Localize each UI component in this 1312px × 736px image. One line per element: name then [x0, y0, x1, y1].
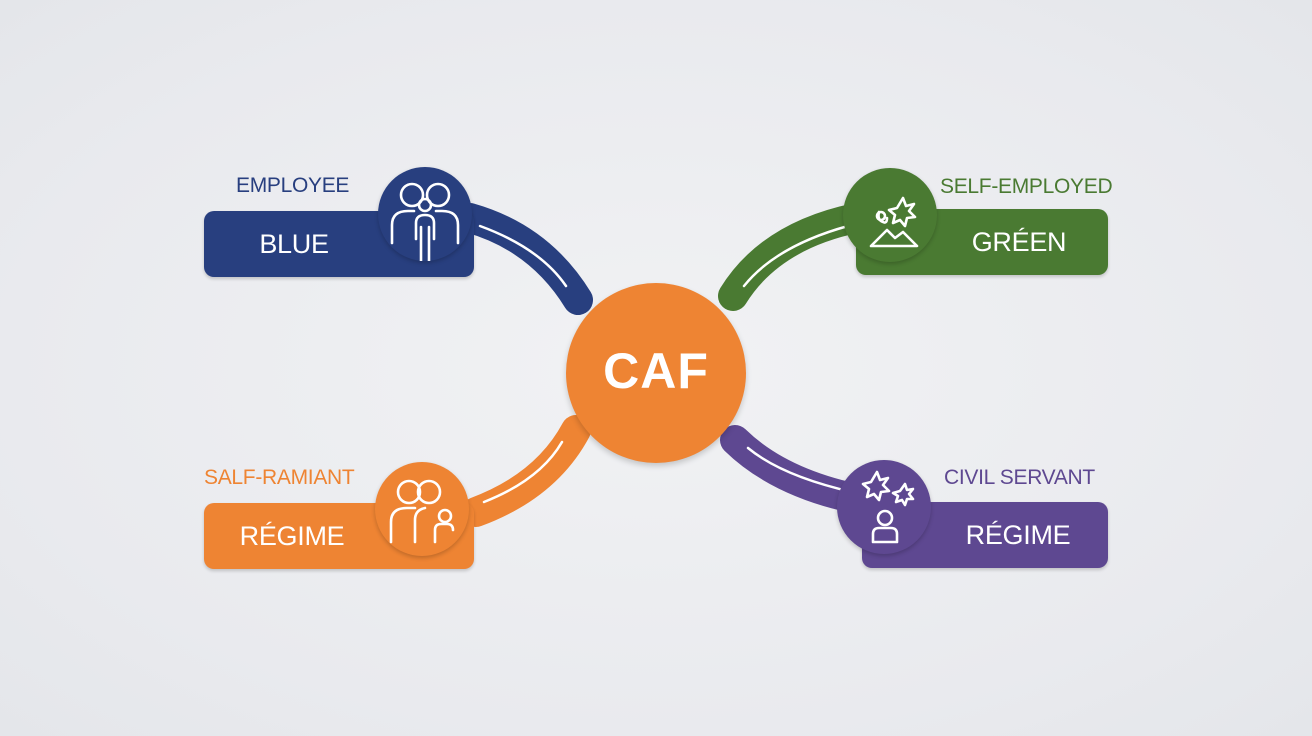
- node-heading-salf-ramiant: SALF-RAMIANT: [204, 466, 355, 489]
- node-badge-employee: [378, 167, 472, 261]
- stars-person-icon: [861, 470, 915, 544]
- center-hub-label: CAF: [603, 343, 709, 399]
- center-hub: CAF: [566, 283, 746, 463]
- connector-blue: [455, 203, 593, 315]
- node-pill-blue-text: BLUE: [259, 229, 329, 259]
- node-badge-salf-ramiant: [375, 462, 469, 556]
- family-icon: [389, 479, 455, 544]
- node-badge-self-employed: [843, 168, 937, 262]
- connector-green: [718, 203, 871, 311]
- node-pill-orange-text: RÉGIME: [239, 521, 345, 551]
- people-icon: [390, 182, 460, 261]
- node-heading-civil-servant: CIVIL SERVANT: [944, 466, 1095, 489]
- node-badge-civil-servant: [837, 460, 931, 554]
- connector-orange: [461, 415, 591, 527]
- node-heading-self-employed: SELF-EMPLOYED: [940, 175, 1113, 198]
- node-pill-green-text: GRÉEN: [971, 227, 1067, 257]
- star-mountain-icon: [869, 196, 919, 248]
- node-heading-employee: EMPLOYEE: [236, 174, 350, 197]
- node-pill-purple-text: RÉGIME: [965, 520, 1071, 550]
